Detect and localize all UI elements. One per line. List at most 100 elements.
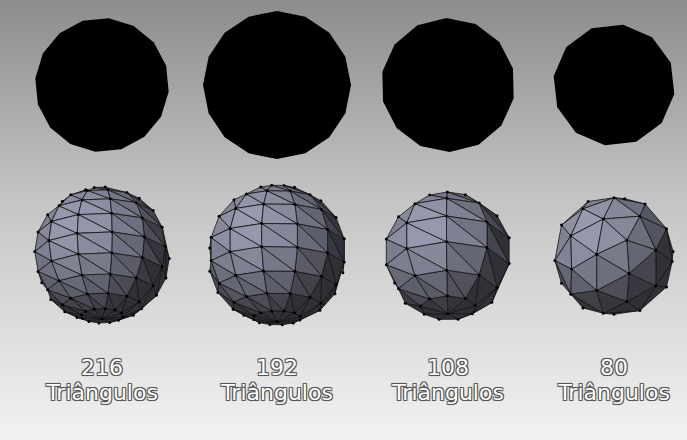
mesh-vertex [80,313,83,316]
mesh-vertex [233,301,236,304]
mesh-vertex [496,214,499,217]
mesh-vertex [69,193,72,196]
mesh-vertex [341,271,344,274]
mesh-vertex [135,201,138,204]
mesh-vertex [210,236,213,239]
mesh-vertex [37,270,40,273]
mesh-vertex [106,292,109,295]
mesh-vertex [293,186,296,189]
mesh-vertex [233,198,236,201]
mesh-vertex [581,207,584,210]
mesh-vertex [326,251,329,254]
mesh-vertex [296,246,299,249]
mesh-vertex [252,318,255,321]
mesh-vertex [164,277,167,280]
mesh-vertex [397,287,400,290]
mesh-vertex [63,310,66,313]
mesh-vertex [293,312,296,315]
mesh-vertex [638,309,641,312]
mesh-vertex [625,300,628,303]
mesh-vertex [298,318,301,321]
mesh-vertex [446,191,449,194]
mesh-vertex [335,216,338,219]
mesh-vertex [299,315,302,318]
mesh-vertex [114,309,117,312]
mesh-face [87,293,108,309]
mesh-vertex [87,320,90,323]
mesh-vertex [276,320,279,323]
mesh-vertex [628,272,631,275]
low-poly-sphere [33,186,170,325]
mesh-vertex [152,209,155,212]
mesh-vertex [77,253,80,256]
mesh-vertex [445,269,448,272]
mesh-vertex [405,247,408,250]
triangle-count-label: 216 Triângulos [46,356,158,405]
mesh-vertex [654,284,657,287]
mesh-vertex [161,226,164,229]
mesh-vertex [283,310,286,313]
mesh-vertex [333,292,336,295]
mesh-vertex [602,217,605,220]
mesh-face [264,191,295,205]
mesh-vertex [141,216,144,219]
mesh-face [77,233,112,254]
triangle-count-label: 192 Triângulos [221,356,333,405]
mesh-vertex [613,196,616,199]
mesh-vertex [569,293,572,296]
mesh-vertex [259,185,262,188]
mesh-vertex [216,291,219,294]
mesh-vertex [229,227,232,230]
mesh-face [295,247,322,276]
mesh-vertex [404,302,407,305]
mesh-vertex [168,257,171,260]
mesh-vertex [164,245,167,248]
mesh-vertex [508,262,511,265]
mesh-face [448,314,472,320]
mesh-vertex [245,193,248,196]
mesh-face [627,240,656,273]
mesh-face [230,224,262,247]
mesh-vertex [234,274,237,277]
mesh-vertex [76,316,79,319]
mesh-vertex [471,312,474,315]
mesh-vertex [293,203,296,206]
mesh-vertex [665,285,668,288]
mesh-vertex [654,248,657,251]
mesh-vertex [76,232,79,235]
mesh-vertex [61,200,64,203]
mesh-vertex [109,272,112,275]
mesh-vertex [106,188,109,191]
mesh-vertex [40,281,43,284]
low-poly-sphere [208,184,345,326]
mesh-face [603,198,640,219]
mesh-vertex [671,260,674,263]
mesh-face [267,185,290,191]
mesh-vertex [560,224,563,227]
mesh-vertex [447,312,450,315]
mesh-vertex [260,222,263,225]
mesh-vertex [138,197,141,200]
mesh-vertex [262,269,265,272]
mesh-vertex [161,265,164,268]
mesh-vertex [208,246,211,249]
sphere-silhouette [203,11,351,159]
mesh-vertex [232,308,235,311]
mesh-vertex [132,314,135,317]
mesh-vertex [485,220,488,223]
mesh-vertex [253,314,256,317]
mesh-vertex [595,289,598,292]
mesh-vertex [86,189,89,192]
mesh-face [262,224,298,248]
mesh-face [447,242,480,275]
mesh-vertex [69,297,72,300]
mesh-vertex [438,318,441,321]
mesh-vertex [47,239,50,242]
mesh-vertex [569,234,572,237]
mesh-face [555,236,572,269]
mesh-vertex [270,184,273,187]
mesh-face [262,247,298,272]
mesh-vertex [143,235,146,238]
mesh-vertex [343,237,346,240]
mesh-vertex [49,298,52,301]
